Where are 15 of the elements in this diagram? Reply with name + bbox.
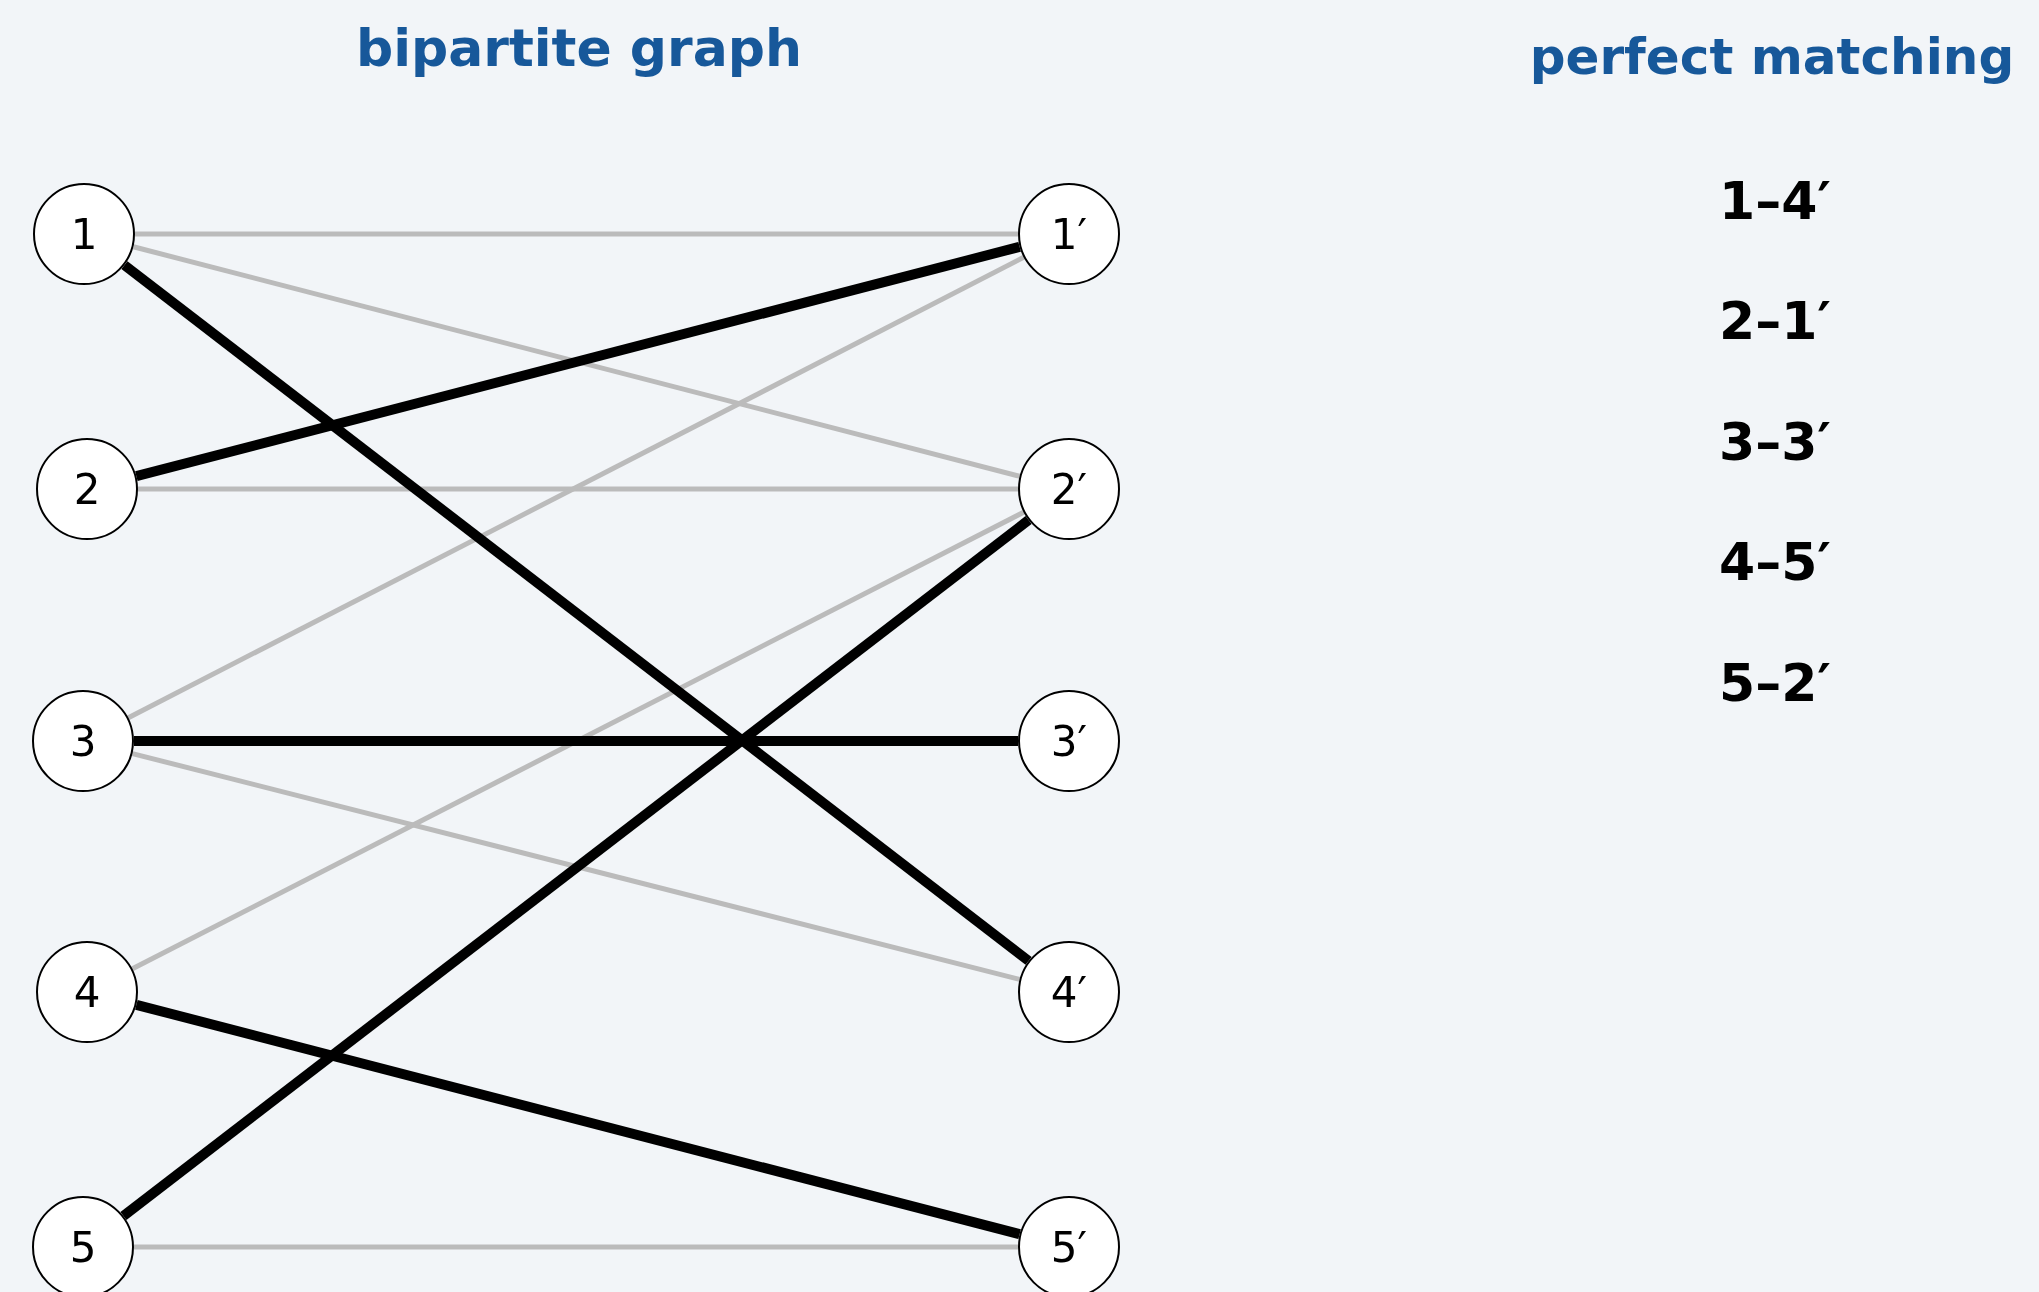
heading: bipartite graph [355, 17, 803, 80]
graph-edge [138, 486, 1018, 492]
matching-pair: 1–4′ [1718, 170, 1832, 233]
matching-pair: 2–1′ [1718, 290, 1832, 353]
matching-pair: 4–5′ [1718, 531, 1832, 594]
matching-pair: 3–3′ [1718, 411, 1832, 474]
heading: perfect matching [1529, 26, 2015, 88]
graph-edge [131, 510, 1025, 971]
matching-edge [134, 736, 1018, 746]
graph-edge [134, 1244, 1018, 1250]
graph-edge [127, 255, 1025, 720]
matching-edge [121, 261, 1032, 965]
graph-edge [135, 231, 1018, 237]
matching-pair: 5–2′ [1718, 652, 1832, 715]
matching-edge [120, 516, 1032, 1220]
